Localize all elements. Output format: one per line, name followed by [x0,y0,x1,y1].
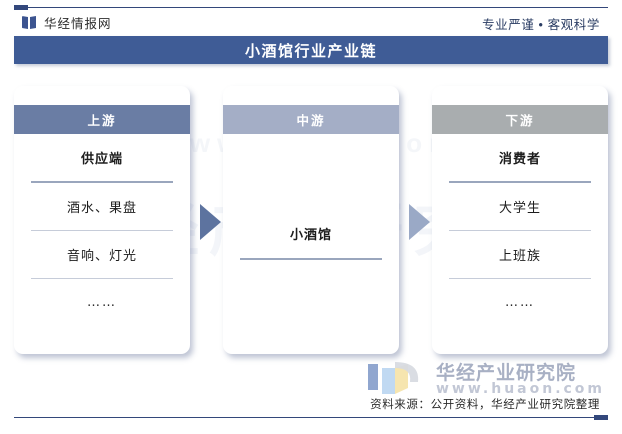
watermark-url: www.huaon.com [436,381,606,397]
brand-bar: 华经情报网 专业严谨 • 客观科学 [0,10,622,36]
column-body-midstream: 小酒馆 [223,134,399,260]
column-spacer [240,134,382,208]
chain-item: 大学生 [449,183,591,231]
chain-column-midstream: 中游 小酒馆 [223,86,399,354]
chain-item: …… [505,295,535,310]
arrow-midstream-to-downstream [409,204,430,240]
chain-item: 音响、灯光 [31,231,173,279]
chain-column-upstream: 上游 供应端 酒水、果盘 音响、灯光 …… [14,86,190,354]
brand-tagline: 专业严谨 • 客观科学 [482,18,600,32]
bottom-divider-rule [14,417,608,418]
watermark-name: 华经产业研究院 [436,362,577,384]
industry-chain: 上游 供应端 酒水、果盘 音响、灯光 …… 中游 小酒馆 下游 消费者 大学生 … [14,86,608,358]
brand-name: 华经情报网 [44,17,112,31]
source-note: 资料来源：公开资料，华经产业研究院整理 [370,399,600,411]
column-header-midstream: 中游 [223,105,399,134]
column-header-upstream: 上游 [14,105,190,134]
chain-item: 小酒馆 [240,208,382,260]
bottom-rule-cap [594,415,608,420]
chain-item: 消费者 [449,134,591,183]
arrow-upstream-to-midstream [200,204,221,240]
chain-item: 酒水、果盘 [31,183,173,231]
chain-item: 供应端 [31,134,173,183]
chain-item: 上班族 [449,231,591,279]
chart-title-band: 小酒馆行业产业链 [14,36,608,64]
brand-logo: 华经情报网 [22,13,112,32]
top-rule-cap [14,5,28,10]
column-body-downstream: 消费者 大学生 上班族 …… [432,134,608,326]
chain-item: …… [87,295,117,310]
column-header-downstream: 下游 [432,105,608,134]
huaon-logo-icon [368,362,419,394]
column-body-upstream: 供应端 酒水、果盘 音响、灯光 …… [14,134,190,326]
page-title: 小酒馆行业产业链 [244,41,377,60]
chain-column-downstream: 下游 消费者 大学生 上班族 …… [432,86,608,354]
top-divider-rule [14,7,608,8]
book-logo-icon [22,16,37,29]
